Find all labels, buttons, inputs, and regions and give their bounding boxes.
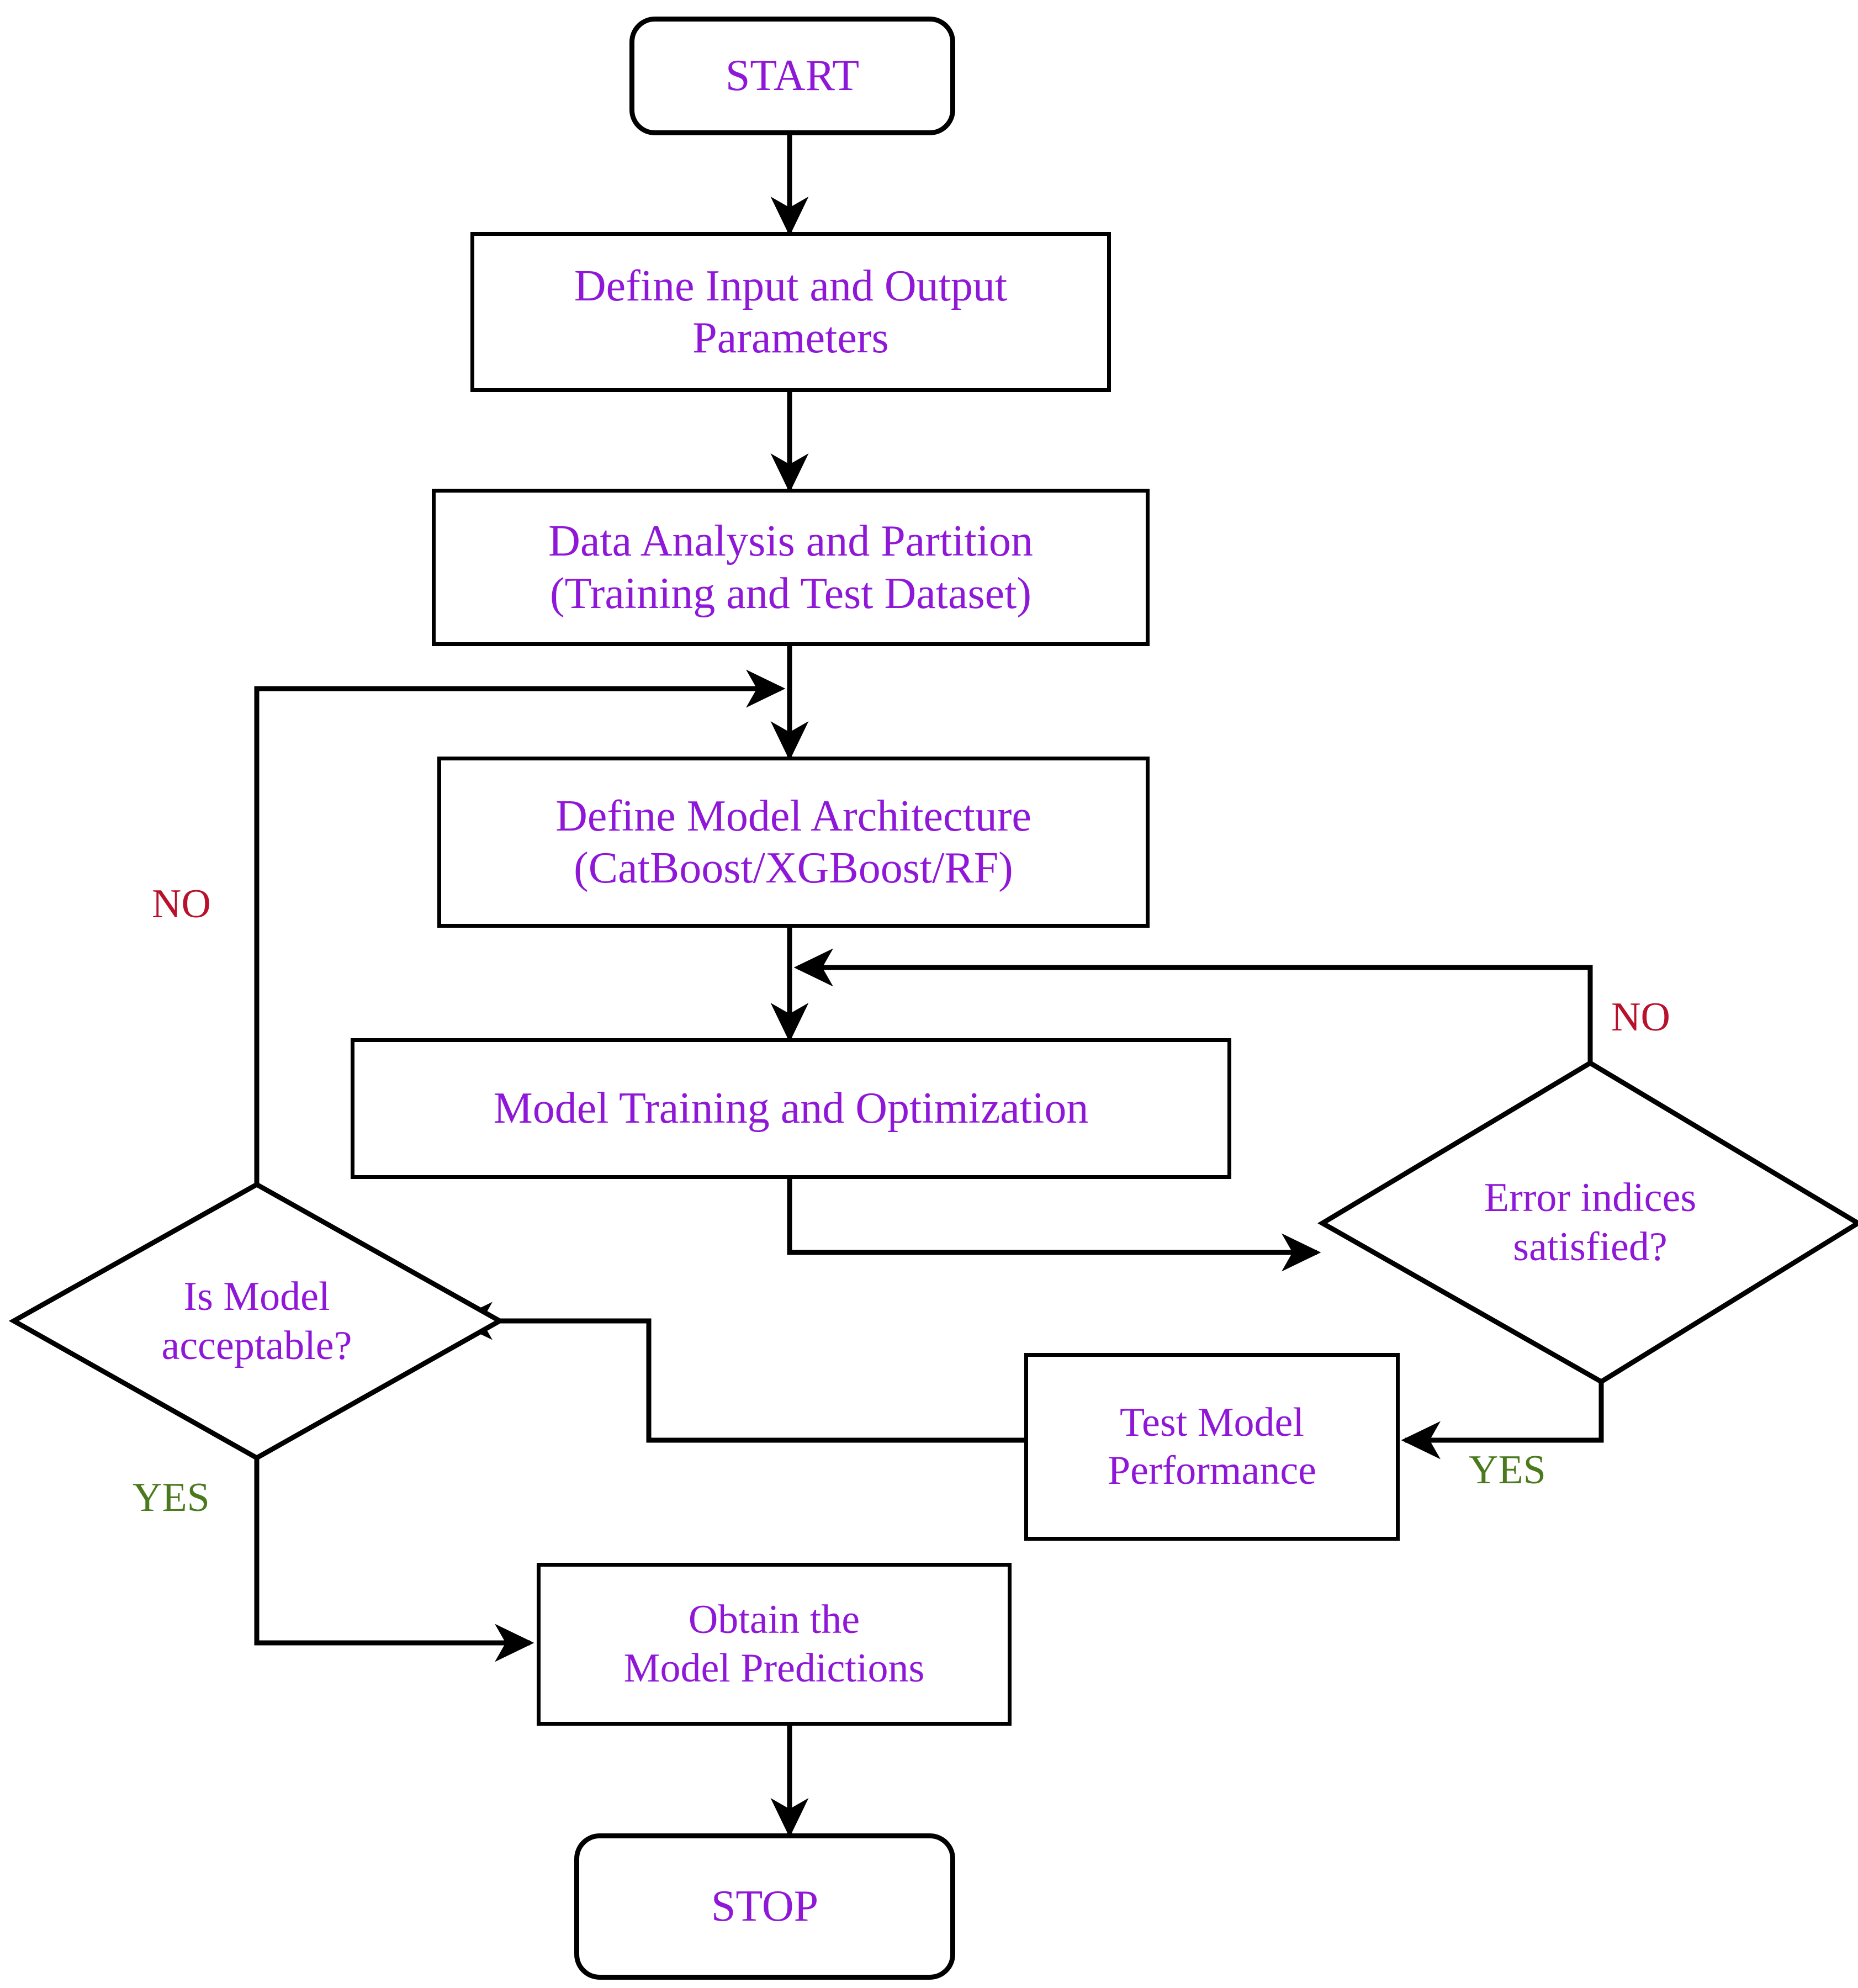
node-define-io-line1: Define Input and Output: [574, 261, 1008, 310]
node-stop[interactable]: STOP: [574, 1833, 955, 1980]
node-error-indices-satisfied[interactable]: Error indices satisfied?: [1322, 1063, 1858, 1382]
node-error-decision-text: Error indices satisfied?: [1322, 1063, 1858, 1382]
node-test-perf-line2: Performance: [1107, 1448, 1317, 1493]
edge-label-no-left: NO: [152, 881, 211, 927]
edge-model-yes-to-obtain: [254, 1458, 534, 1662]
node-start-label: START: [725, 51, 860, 101]
node-obtain-line2: Model Predictions: [623, 1645, 925, 1691]
node-test-perf-line1: Test Model: [1120, 1399, 1304, 1445]
node-start[interactable]: START: [629, 17, 955, 135]
node-error-decision-line2: satisfied?: [1513, 1224, 1668, 1270]
node-obtain-model-predictions[interactable]: Obtain the Model Predictions: [537, 1563, 1012, 1726]
edge-error-yes-to-test: [1401, 1382, 1604, 1460]
node-data-analysis-line1: Data Analysis and Partition: [548, 517, 1033, 566]
node-define-model-architecture[interactable]: Define Model Architecture (CatBoost/XGBo…: [437, 757, 1150, 928]
node-stop-label: STOP: [711, 1882, 819, 1931]
node-define-arch-line1: Define Model Architecture: [555, 791, 1031, 840]
edge-label-yes-left: YES: [133, 1475, 210, 1520]
node-model-decision-line1: Is Model: [183, 1273, 330, 1319]
node-model-decision-text: Is Model acceptable?: [14, 1185, 500, 1458]
edge-test-to-model-decision: [453, 1302, 1024, 1443]
node-obtain-line1: Obtain the: [688, 1597, 860, 1643]
edge-training-to-error-decision: [787, 1179, 1321, 1272]
edge-label-yes-right: YES: [1469, 1447, 1546, 1493]
node-error-decision-line1: Error indices: [1484, 1175, 1697, 1220]
node-data-analysis-line2: (Training and Test Dataset): [549, 569, 1032, 618]
node-model-training-optimization[interactable]: Model Training and Optimization: [351, 1038, 1231, 1179]
node-data-analysis-partition[interactable]: Data Analysis and Partition (Training an…: [432, 489, 1150, 646]
edge-label-no-right: NO: [1611, 995, 1670, 1040]
node-define-input-output[interactable]: Define Input and Output Parameters: [470, 232, 1111, 392]
node-training-label: Model Training and Optimization: [493, 1084, 1089, 1133]
node-is-model-acceptable[interactable]: Is Model acceptable?: [14, 1185, 500, 1458]
node-define-io-line2: Parameters: [692, 314, 889, 362]
node-model-decision-line2: acceptable?: [161, 1323, 352, 1368]
node-define-arch-line2: (CatBoost/XGBoost/RF): [574, 844, 1013, 892]
